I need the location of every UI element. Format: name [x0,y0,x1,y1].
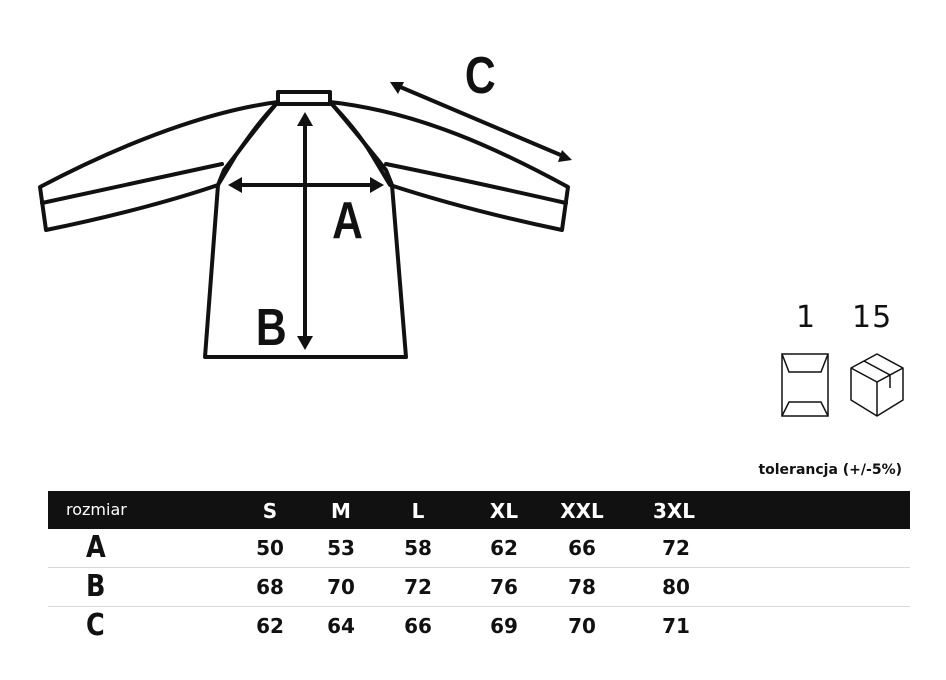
row-label-a: A [86,530,106,565]
arrow-c-start-head [390,82,404,94]
table-cell: 71 [662,614,690,638]
row-label-b: B [86,569,106,604]
table-cell: 64 [327,614,355,638]
box-quantity: 15 [852,300,893,335]
jacket-body [203,100,408,359]
table-cell: 76 [490,575,518,599]
size-header-xl: XL [489,499,519,523]
size-header-label: rozmiar [66,500,127,519]
table-cell: 66 [404,614,432,638]
table-cell: 50 [256,536,284,560]
size-header-l: L [411,499,425,523]
size-header-m: M [331,499,351,523]
table-cell: 62 [490,536,518,560]
arrow-a-right-head [370,177,384,193]
right-cuff-line [384,162,568,205]
size-header-xxl: XXL [560,499,604,523]
left-sleeve [38,100,280,232]
carton-box-icon [850,353,904,417]
size-header-s: S [262,499,278,523]
table-cell: 69 [490,614,518,638]
table-cell: 70 [568,614,596,638]
row-label-c: C [86,608,105,643]
garment-diagram: A B C [38,47,572,359]
table-cell: 53 [327,536,355,560]
table-cell: 68 [256,575,284,599]
right-sleeve [328,100,570,232]
arrow-a-left-head [228,177,242,193]
left-cuff-line [40,162,224,205]
measure-label-a: A [332,192,363,250]
table-row: B 68 70 72 76 78 80 [48,568,910,607]
table-row: A 50 53 58 62 66 72 [48,529,910,568]
table-cell: 80 [662,575,690,599]
table-cell: 70 [327,575,355,599]
measure-label-b: B [256,299,287,357]
polybag-icon [781,353,829,417]
table-cell: 72 [404,575,432,599]
size-table-header: rozmiar S M L XL XXL 3XL [48,491,910,529]
table-cell: 66 [568,536,596,560]
measure-label-c: C [465,47,496,105]
table-cell: 62 [256,614,284,638]
table-cell: 72 [662,536,690,560]
arrow-b-bottom-head [297,336,313,350]
table-cell: 78 [568,575,596,599]
table-row: C 62 64 66 69 70 71 [48,607,910,645]
arrow-b-top-head [297,112,313,126]
arrow-c-end-head [558,150,572,162]
size-table: rozmiar S M L XL XXL 3XL A 50 53 58 62 6… [48,491,910,645]
tolerance-note: tolerancja (+/-5%) [758,462,902,478]
size-header-3xl: 3XL [652,499,696,523]
table-cell: 58 [404,536,432,560]
bag-quantity: 1 [796,300,817,335]
collar [276,90,332,106]
